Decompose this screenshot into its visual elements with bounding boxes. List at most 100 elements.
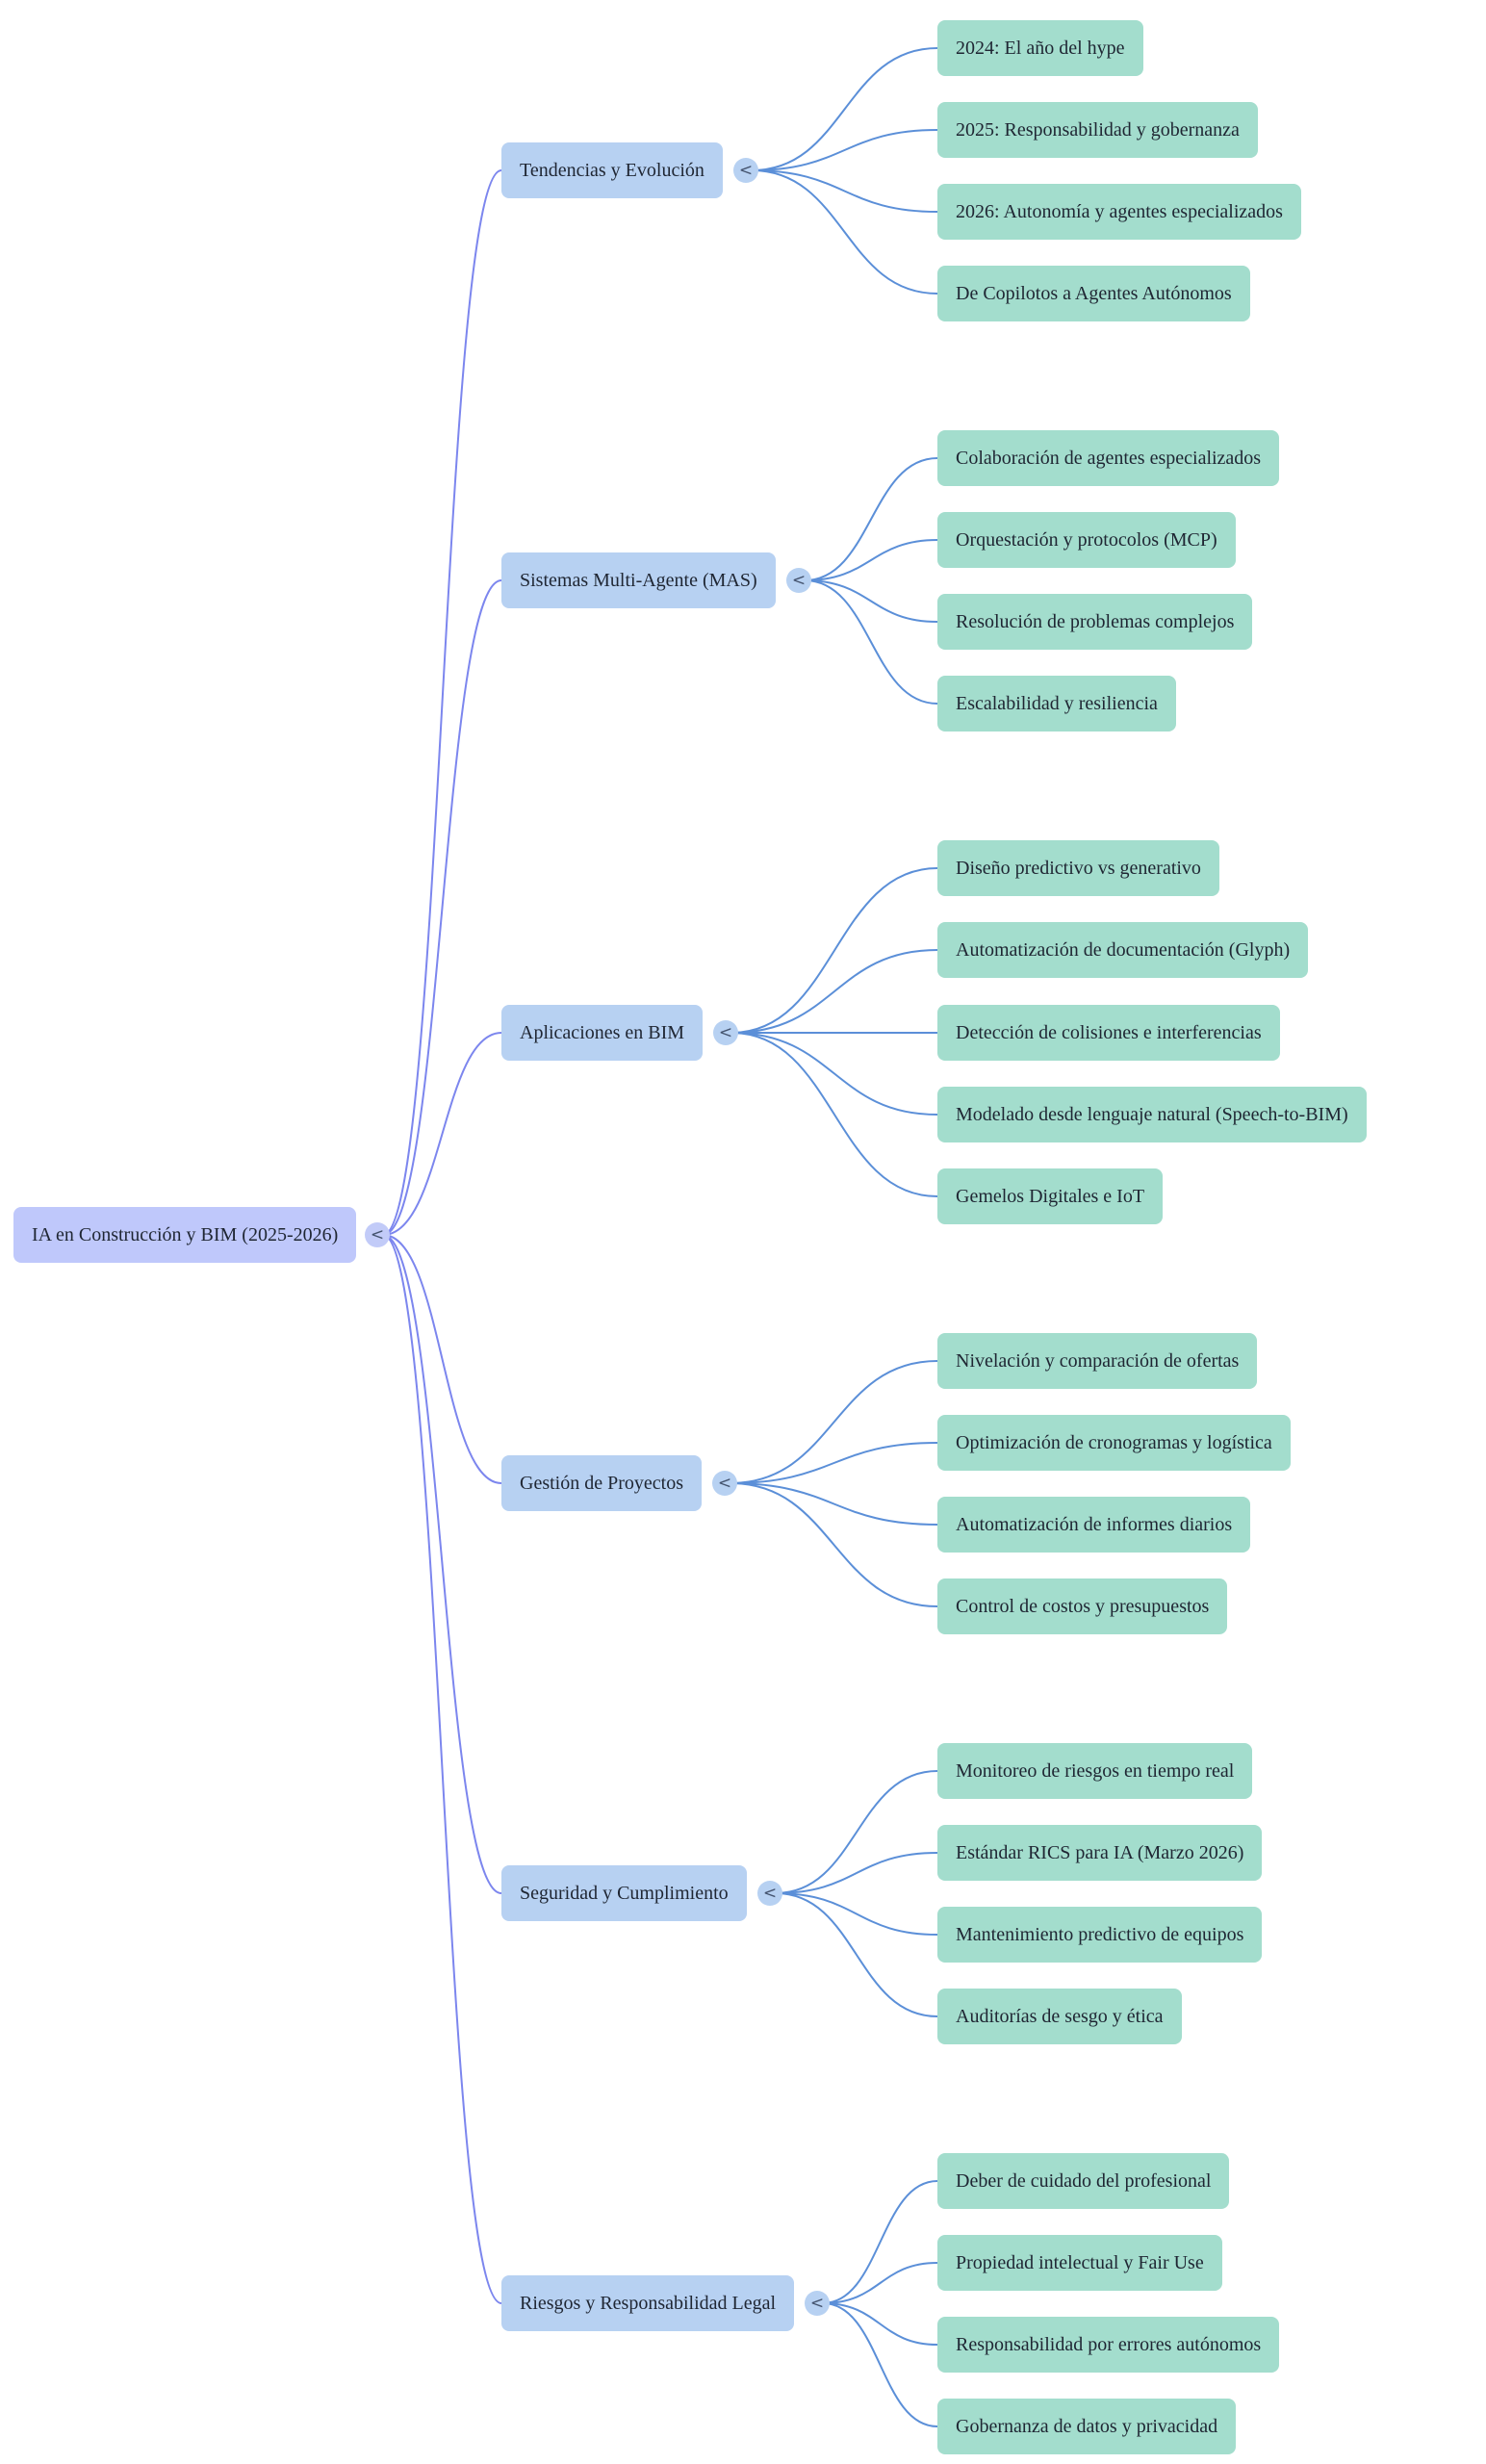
leaf-responsabilidad-por-errores-autonomos-label: Responsabilidad por errores autónomos — [956, 2333, 1262, 2355]
leaf-escalabilidad-y-resiliencia-edge — [804, 579, 938, 705]
leaf-gobernanza-de-datos-y-privacidad-label: Gobernanza de datos y privacidad — [956, 2415, 1218, 2437]
branch-seguridad-y-cumplimiento-edge — [382, 1234, 502, 1894]
leaf-orquestacion-y-protocolos-mcp-label: Orquestación y protocolos (MCP) — [956, 528, 1217, 551]
branch-gestion-de-proyectos-label: Gestión de Proyectos — [520, 1472, 683, 1494]
leaf-automatizacion-de-informes-diarios-label: Automatización de informes diarios — [956, 1513, 1233, 1535]
leaf-resolucion-de-problemas-complejos[interactable]: Resolución de problemas complejos — [937, 594, 1253, 650]
branch-riesgos-y-responsabilidad-legal-label: Riesgos y Responsabilidad Legal — [520, 2292, 777, 2314]
leaf-2025-responsabilidad-y-gobernanza[interactable]: 2025: Responsabilidad y gobernanza — [937, 102, 1258, 158]
leaf-resolucion-de-problemas-complejos-label: Resolución de problemas complejos — [956, 610, 1235, 632]
leaf-optimizacion-de-cronogramas-y-logistica[interactable]: Optimización de cronogramas y logística — [937, 1415, 1291, 1471]
leaf-automatizacion-de-documentacion-glyph-label: Automatización de documentación (Glyph) — [956, 938, 1291, 961]
leaf-automatizacion-de-informes-diarios-edge — [730, 1482, 938, 1526]
branch-seguridad-y-cumplimiento-collapse-toggle[interactable]: < — [757, 1881, 782, 1906]
branch-gestion-de-proyectos-edge — [382, 1234, 502, 1484]
leaf-propiedad-intelectual-y-fair-use-edge — [822, 2262, 938, 2304]
leaf-mantenimiento-predictivo-de-equipos-edge — [775, 1892, 938, 1936]
leaf-2026-autonomia-y-agentes-especializados[interactable]: 2026: Autonomía y agentes especializados — [937, 184, 1301, 240]
branch-gestion-de-proyectos-collapse-toggle[interactable]: < — [712, 1471, 737, 1496]
leaf-de-copilotos-a-agentes-autonomos[interactable]: De Copilotos a Agentes Autónomos — [937, 266, 1250, 321]
leaf-colaboracion-de-agentes-especializados-label: Colaboración de agentes especializados — [956, 447, 1262, 469]
leaf-modelado-desde-lenguaje-natural-speech-to-bim[interactable]: Modelado desde lenguaje natural (Speech-… — [937, 1087, 1367, 1142]
leaf-deteccion-de-colisiones-e-interferencias-label: Detección de colisiones e interferencias — [956, 1021, 1262, 1043]
leaf-propiedad-intelectual-y-fair-use[interactable]: Propiedad intelectual y Fair Use — [937, 2235, 1222, 2291]
root-collapse-toggle[interactable]: < — [365, 1222, 390, 1247]
leaf-de-copilotos-a-agentes-autonomos-edge — [751, 169, 938, 295]
leaf-optimizacion-de-cronogramas-y-logistica-edge — [730, 1442, 938, 1484]
leaf-2026-autonomia-y-agentes-especializados-label: 2026: Autonomía y agentes especializados — [956, 200, 1283, 222]
leaf-gemelos-digitales-e-iot-edge — [730, 1032, 938, 1197]
branch-aplicaciones-en-bim-collapse-toggle[interactable]: < — [713, 1020, 738, 1045]
branch-sistemas-multi-agente-mas[interactable]: Sistemas Multi-Agente (MAS) — [501, 552, 776, 608]
branch-sistemas-multi-agente-mas-edge — [382, 579, 502, 1236]
leaf-de-copilotos-a-agentes-autonomos-label: De Copilotos a Agentes Autónomos — [956, 282, 1232, 304]
root-node[interactable]: IA en Construcción y BIM (2025-2026) — [13, 1207, 357, 1263]
leaf-control-de-costos-y-presupuestos-label: Control de costos y presupuestos — [956, 1595, 1210, 1617]
leaf-nivelacion-y-comparacion-de-ofertas-label: Nivelación y comparación de ofertas — [956, 1349, 1240, 1372]
leaf-mantenimiento-predictivo-de-equipos[interactable]: Mantenimiento predictivo de equipos — [937, 1907, 1263, 1963]
leaf-automatizacion-de-documentacion-glyph-edge — [730, 949, 938, 1034]
leaf-responsabilidad-por-errores-autonomos-edge — [822, 2302, 938, 2346]
leaf-estandar-rics-para-ia-marzo-2026[interactable]: Estándar RICS para IA (Marzo 2026) — [937, 1825, 1263, 1881]
leaf-monitoreo-de-riesgos-en-tiempo-real-edge — [775, 1770, 938, 1894]
leaf-monitoreo-de-riesgos-en-tiempo-real[interactable]: Monitoreo de riesgos en tiempo real — [937, 1743, 1253, 1799]
branch-aplicaciones-en-bim-edge — [382, 1032, 502, 1236]
leaf-orquestacion-y-protocolos-mcp-edge — [804, 539, 938, 581]
leaf-nivelacion-y-comparacion-de-ofertas[interactable]: Nivelación y comparación de ofertas — [937, 1333, 1258, 1389]
leaf-mantenimiento-predictivo-de-equipos-label: Mantenimiento predictivo de equipos — [956, 1923, 1244, 1945]
branch-riesgos-y-responsabilidad-legal[interactable]: Riesgos y Responsabilidad Legal — [501, 2275, 795, 2331]
leaf-nivelacion-y-comparacion-de-ofertas-edge — [730, 1360, 938, 1484]
leaf-gobernanza-de-datos-y-privacidad[interactable]: Gobernanza de datos y privacidad — [937, 2399, 1237, 2454]
leaf-propiedad-intelectual-y-fair-use-label: Propiedad intelectual y Fair Use — [956, 2251, 1204, 2273]
branch-seguridad-y-cumplimiento[interactable]: Seguridad y Cumplimiento — [501, 1865, 747, 1921]
leaf-auditorias-de-sesgo-y-etica[interactable]: Auditorías de sesgo y ética — [937, 1989, 1182, 2044]
leaf-auditorias-de-sesgo-y-etica-label: Auditorías de sesgo y ética — [956, 2005, 1164, 2027]
branch-seguridad-y-cumplimiento-label: Seguridad y Cumplimiento — [520, 1882, 729, 1904]
leaf-deber-de-cuidado-del-profesional-label: Deber de cuidado del profesional — [956, 2169, 1212, 2192]
branch-tendencias-y-evolucion-label: Tendencias y Evolución — [520, 159, 705, 181]
leaf-2024-el-ano-del-hype[interactable]: 2024: El año del hype — [937, 20, 1143, 76]
leaf-2026-autonomia-y-agentes-especializados-edge — [751, 169, 938, 213]
leaf-estandar-rics-para-ia-marzo-2026-label: Estándar RICS para IA (Marzo 2026) — [956, 1841, 1244, 1863]
leaf-modelado-desde-lenguaje-natural-speech-to-bim-edge — [730, 1032, 938, 1116]
leaf-optimizacion-de-cronogramas-y-logistica-label: Optimización de cronogramas y logística — [956, 1431, 1272, 1453]
leaf-gemelos-digitales-e-iot-label: Gemelos Digitales e IoT — [956, 1185, 1145, 1207]
leaf-gobernanza-de-datos-y-privacidad-edge — [822, 2302, 938, 2427]
leaf-control-de-costos-y-presupuestos-edge — [730, 1482, 938, 1607]
leaf-responsabilidad-por-errores-autonomos[interactable]: Responsabilidad por errores autónomos — [937, 2317, 1280, 2373]
branch-riesgos-y-responsabilidad-legal-edge — [382, 1234, 502, 2304]
leaf-escalabilidad-y-resiliencia-label: Escalabilidad y resiliencia — [956, 692, 1158, 714]
leaf-2024-el-ano-del-hype-edge — [751, 47, 938, 171]
branch-tendencias-y-evolucion-collapse-toggle[interactable]: < — [733, 158, 758, 183]
leaf-escalabilidad-y-resiliencia[interactable]: Escalabilidad y resiliencia — [937, 676, 1176, 732]
leaf-resolucion-de-problemas-complejos-edge — [804, 579, 938, 623]
branch-sistemas-multi-agente-mas-collapse-toggle[interactable]: < — [786, 568, 811, 593]
leaf-2025-responsabilidad-y-gobernanza-edge — [751, 129, 938, 171]
branch-gestion-de-proyectos[interactable]: Gestión de Proyectos — [501, 1455, 702, 1511]
leaf-automatizacion-de-documentacion-glyph[interactable]: Automatización de documentación (Glyph) — [937, 922, 1309, 978]
branch-riesgos-y-responsabilidad-legal-collapse-toggle[interactable]: < — [805, 2291, 830, 2316]
root-node-label: IA en Construcción y BIM (2025-2026) — [32, 1223, 339, 1245]
branch-tendencias-y-evolucion-edge — [382, 169, 502, 1236]
leaf-diseno-predictivo-vs-generativo-label: Diseño predictivo vs generativo — [956, 857, 1201, 879]
branch-aplicaciones-en-bim[interactable]: Aplicaciones en BIM — [501, 1005, 704, 1061]
leaf-automatizacion-de-informes-diarios[interactable]: Automatización de informes diarios — [937, 1497, 1251, 1553]
leaf-control-de-costos-y-presupuestos[interactable]: Control de costos y presupuestos — [937, 1578, 1228, 1634]
leaf-gemelos-digitales-e-iot[interactable]: Gemelos Digitales e IoT — [937, 1168, 1164, 1224]
leaf-auditorias-de-sesgo-y-etica-edge — [775, 1892, 938, 2017]
branch-tendencias-y-evolucion[interactable]: Tendencias y Evolución — [501, 142, 723, 198]
leaf-deber-de-cuidado-del-profesional-edge — [822, 2180, 938, 2304]
leaf-deber-de-cuidado-del-profesional[interactable]: Deber de cuidado del profesional — [937, 2153, 1230, 2209]
leaf-colaboracion-de-agentes-especializados[interactable]: Colaboración de agentes especializados — [937, 430, 1280, 486]
leaf-monitoreo-de-riesgos-en-tiempo-real-label: Monitoreo de riesgos en tiempo real — [956, 1759, 1235, 1782]
leaf-orquestacion-y-protocolos-mcp[interactable]: Orquestación y protocolos (MCP) — [937, 512, 1236, 568]
leaf-diseno-predictivo-vs-generativo[interactable]: Diseño predictivo vs generativo — [937, 840, 1219, 896]
branch-aplicaciones-en-bim-label: Aplicaciones en BIM — [520, 1021, 685, 1043]
leaf-2025-responsabilidad-y-gobernanza-label: 2025: Responsabilidad y gobernanza — [956, 118, 1240, 141]
leaf-modelado-desde-lenguaje-natural-speech-to-bim-label: Modelado desde lenguaje natural (Speech-… — [956, 1103, 1348, 1125]
leaf-estandar-rics-para-ia-marzo-2026-edge — [775, 1852, 938, 1894]
leaf-deteccion-de-colisiones-e-interferencias[interactable]: Detección de colisiones e interferencias — [937, 1005, 1280, 1061]
branch-sistemas-multi-agente-mas-label: Sistemas Multi-Agente (MAS) — [520, 569, 757, 591]
